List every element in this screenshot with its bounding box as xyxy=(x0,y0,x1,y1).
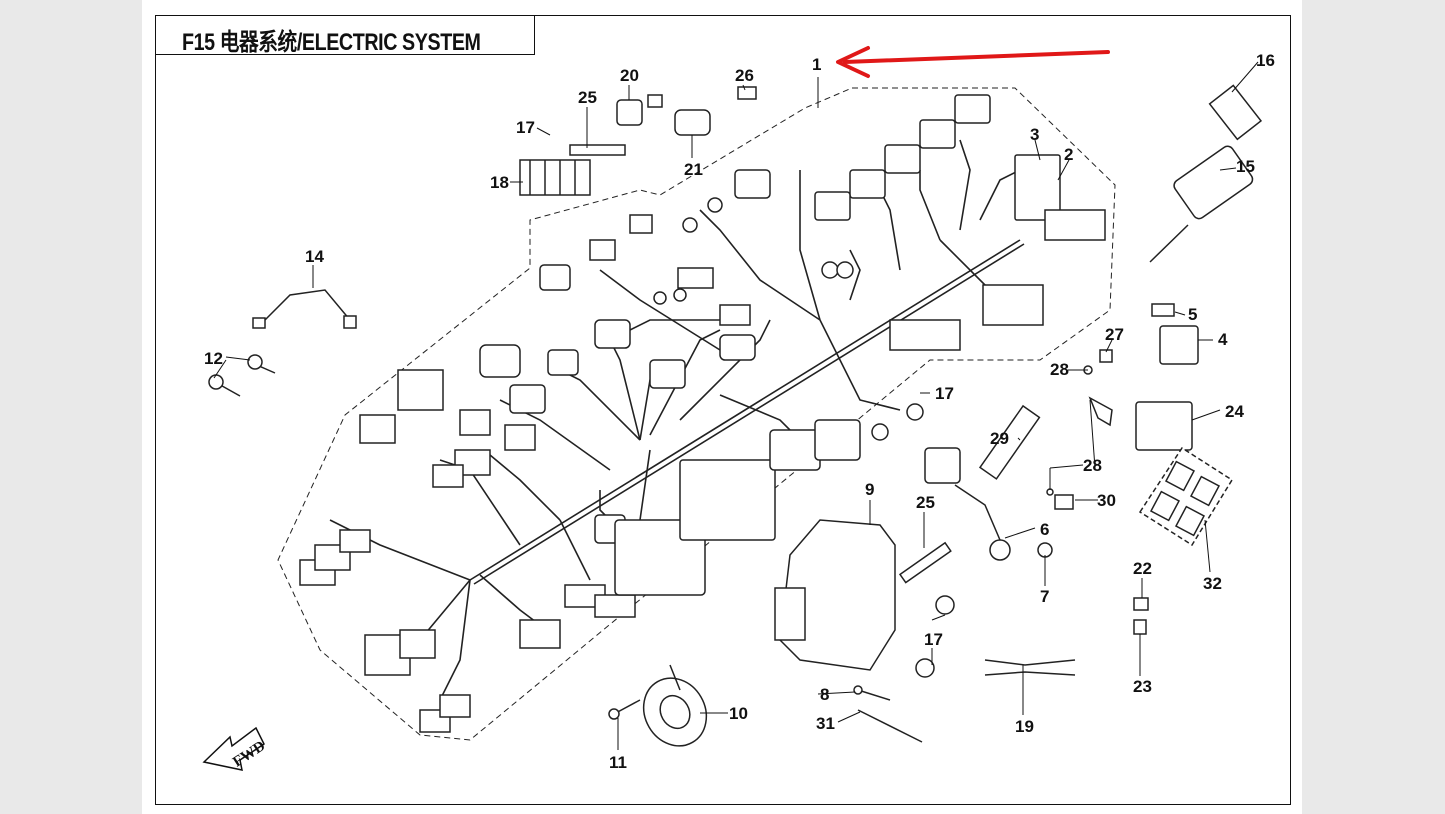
callout-1: 1 xyxy=(812,55,821,74)
callout-23: 23 xyxy=(1133,677,1152,696)
red-annotation-arrow xyxy=(836,46,1110,78)
callout-5: 5 xyxy=(1188,305,1197,324)
callout-2: 2 xyxy=(1064,145,1073,164)
callout-6: 6 xyxy=(1040,520,1049,539)
callout-27: 27 xyxy=(1105,325,1124,344)
title-box: F15 电器系统/ELECTRIC SYSTEM xyxy=(155,15,535,56)
wiring-harness xyxy=(329,139,1025,701)
callout-25-top: 25 xyxy=(578,88,597,107)
callout-18: 18 xyxy=(490,173,509,192)
callout-16: 16 xyxy=(1256,51,1275,70)
callout-31: 31 xyxy=(816,714,835,733)
callout-28-bottom: 28 xyxy=(1083,456,1102,475)
callout-24: 24 xyxy=(1225,402,1244,421)
callout-8: 8 xyxy=(820,685,829,704)
callout-19: 19 xyxy=(1015,717,1034,736)
loose-parts xyxy=(208,84,1263,747)
callout-26: 26 xyxy=(735,66,754,85)
callout-15: 15 xyxy=(1236,157,1255,176)
callout-17-ecu: 17 xyxy=(924,630,943,649)
callout-28-top: 28 xyxy=(1050,360,1069,379)
callout-3: 3 xyxy=(1030,125,1039,144)
callout-20: 20 xyxy=(620,66,639,85)
callout-9: 9 xyxy=(865,480,874,499)
callout-29: 29 xyxy=(990,429,1009,448)
callout-labels: 1 2 3 4 5 6 7 8 9 10 11 12 14 15 16 17 1… xyxy=(204,51,1275,772)
callout-4: 4 xyxy=(1218,330,1228,349)
callout-32: 32 xyxy=(1203,574,1222,593)
callout-22: 22 xyxy=(1133,559,1152,578)
harness-outline xyxy=(277,87,1116,741)
callout-17-middle: 17 xyxy=(935,384,954,403)
callout-10: 10 xyxy=(729,704,748,723)
callout-12: 12 xyxy=(204,349,223,368)
page-title: F15 电器系统/ELECTRIC SYSTEM xyxy=(182,29,481,56)
leader-lines xyxy=(213,61,1259,750)
callout-14: 14 xyxy=(305,247,324,266)
harness-connectors xyxy=(299,94,1106,733)
forward-direction-arrow: FWD xyxy=(202,726,268,771)
callout-21: 21 xyxy=(684,160,703,179)
callout-17-top: 17 xyxy=(516,118,535,137)
callout-11: 11 xyxy=(609,753,627,772)
callout-30: 30 xyxy=(1097,491,1116,510)
callout-25-ecu: 25 xyxy=(916,493,935,512)
callout-7: 7 xyxy=(1040,587,1049,606)
